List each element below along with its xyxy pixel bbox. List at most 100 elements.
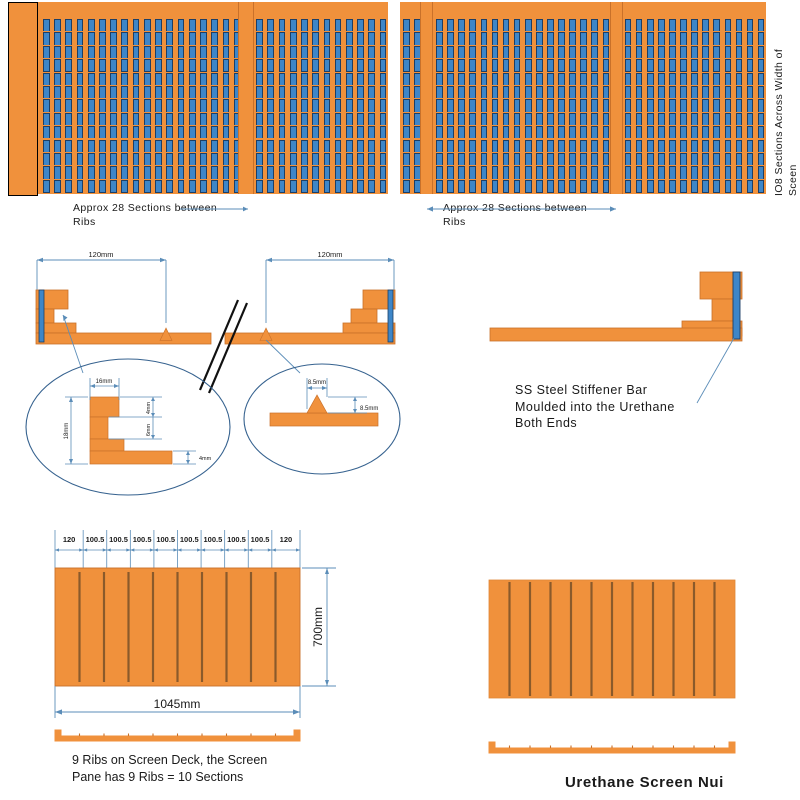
mesh-aperture xyxy=(743,178,755,193)
mesh-aperture xyxy=(163,178,175,193)
plan-dim-arrow xyxy=(296,548,300,552)
plan-dim-arrow xyxy=(79,548,84,552)
plan-rib xyxy=(249,572,253,682)
plan-deck xyxy=(54,567,301,687)
top-right-caption: Approx 28 Sections between Ribs xyxy=(443,202,588,228)
mesh-slot xyxy=(143,179,151,193)
detail-left-height-label: 18mm xyxy=(64,423,70,440)
mesh-aperture xyxy=(677,178,689,193)
detail-left-height-dim: 18mm xyxy=(64,396,88,465)
mesh-slot xyxy=(368,179,376,193)
iso-rib xyxy=(651,582,655,696)
mesh-slot xyxy=(735,179,743,193)
mesh-slot xyxy=(379,179,387,193)
detail-right-height-dim: 8.5mm xyxy=(328,396,378,414)
mesh-aperture xyxy=(96,178,108,193)
mesh-slot xyxy=(132,179,140,193)
mesh-aperture xyxy=(599,178,611,193)
plan-dim-arrow xyxy=(201,548,206,552)
mesh-rib-left-view xyxy=(238,2,254,194)
plan-dim-label: 120 xyxy=(280,535,293,544)
plan-dim-arrow xyxy=(220,548,225,552)
mesh-aperture xyxy=(444,178,456,193)
mesh-aperture xyxy=(666,178,678,193)
mesh-aperture xyxy=(354,178,366,193)
plan-edge-profile xyxy=(54,729,301,742)
mesh-aperture xyxy=(309,178,321,193)
mesh-aperture xyxy=(219,178,231,193)
mesh-slot xyxy=(87,179,95,193)
detail-right-width-dim: 8.5mm xyxy=(306,378,328,409)
plan-dim-arrow xyxy=(102,548,107,552)
top-left-caption-leader xyxy=(180,206,248,212)
drawing-title: Urethane Screen Nui xyxy=(565,774,724,791)
mesh-aperture xyxy=(84,178,97,193)
mesh-slot xyxy=(591,179,599,193)
plan-dim-arrow xyxy=(271,548,276,552)
mesh-aperture xyxy=(433,178,445,193)
mesh-slot xyxy=(480,179,488,193)
mesh-slot xyxy=(569,179,576,193)
plan-dim-arrow xyxy=(126,548,131,552)
mesh-slot xyxy=(458,179,465,193)
mesh-aperture xyxy=(710,178,722,193)
cross-section-view: 120mm 120mm xyxy=(25,250,401,496)
mesh-aperture xyxy=(73,178,85,193)
mesh-aperture xyxy=(455,178,467,193)
mesh-slot xyxy=(323,179,331,193)
mesh-slot xyxy=(491,179,499,193)
mesh-aperture xyxy=(499,178,511,193)
mesh-slot xyxy=(200,179,207,193)
plan-dim-label: 100.5 xyxy=(156,535,175,544)
mesh-slot xyxy=(177,179,185,193)
detail-leader-right xyxy=(265,339,301,374)
plan-dim-arrow xyxy=(197,548,202,552)
mesh-aperture xyxy=(588,178,600,193)
mesh-aperture xyxy=(621,178,633,193)
detail-left-lower-step-label: 6mm xyxy=(146,423,152,436)
iso-rib xyxy=(528,582,532,696)
plan-dim-arrow xyxy=(153,548,158,552)
mesh-aperture xyxy=(732,178,744,193)
plan-dim-arrow xyxy=(224,548,229,552)
mesh-aperture xyxy=(40,178,52,193)
mesh-aperture-grid-left xyxy=(40,18,388,193)
mesh-aperture xyxy=(754,178,766,193)
mesh-slot xyxy=(646,179,654,193)
stiffener-end-view: SS Steel Stiffener Bar Moulded into the … xyxy=(489,271,743,430)
mesh-slot xyxy=(746,179,754,193)
top-left-mesh-view: Approx 28 Sections between Ribs xyxy=(0,0,390,228)
plan-rib xyxy=(78,572,81,682)
top-right-mesh-view: Approx 28 Sections between Ribs xyxy=(398,0,768,228)
section-profile-right xyxy=(224,289,396,345)
mesh-slot xyxy=(334,179,342,193)
mesh-aperture xyxy=(566,178,578,193)
mesh-slot xyxy=(402,179,410,193)
plan-dim-label: 100.5 xyxy=(227,535,246,544)
iso-rib xyxy=(508,582,511,696)
top-left-caption: Approx 28 Sections between Ribs xyxy=(73,202,218,228)
mesh-aperture xyxy=(655,178,667,193)
mesh-aperture xyxy=(400,178,412,193)
plan-dim-arrow xyxy=(83,548,88,552)
plan-dim-label: 100.5 xyxy=(86,535,105,544)
iso-edge-profile xyxy=(488,741,736,754)
iso-rib xyxy=(569,582,573,696)
plan-dim-label: 100.5 xyxy=(180,535,199,544)
mesh-aperture xyxy=(533,178,545,193)
mesh-slot xyxy=(436,179,443,193)
mesh-aperture xyxy=(521,178,534,193)
mesh-aperture xyxy=(488,178,500,193)
mesh-aperture xyxy=(331,178,344,193)
break-line-symbol xyxy=(198,299,249,394)
plan-dim-arrow xyxy=(177,548,182,552)
mesh-aperture xyxy=(118,178,130,193)
plan-dim-arrow xyxy=(244,548,249,552)
plan-rib xyxy=(176,572,179,682)
mesh-slot xyxy=(669,179,676,193)
plan-dim-arrow xyxy=(130,548,135,552)
plan-dim-label: 100.5 xyxy=(203,535,222,544)
plan-rib xyxy=(274,572,277,682)
